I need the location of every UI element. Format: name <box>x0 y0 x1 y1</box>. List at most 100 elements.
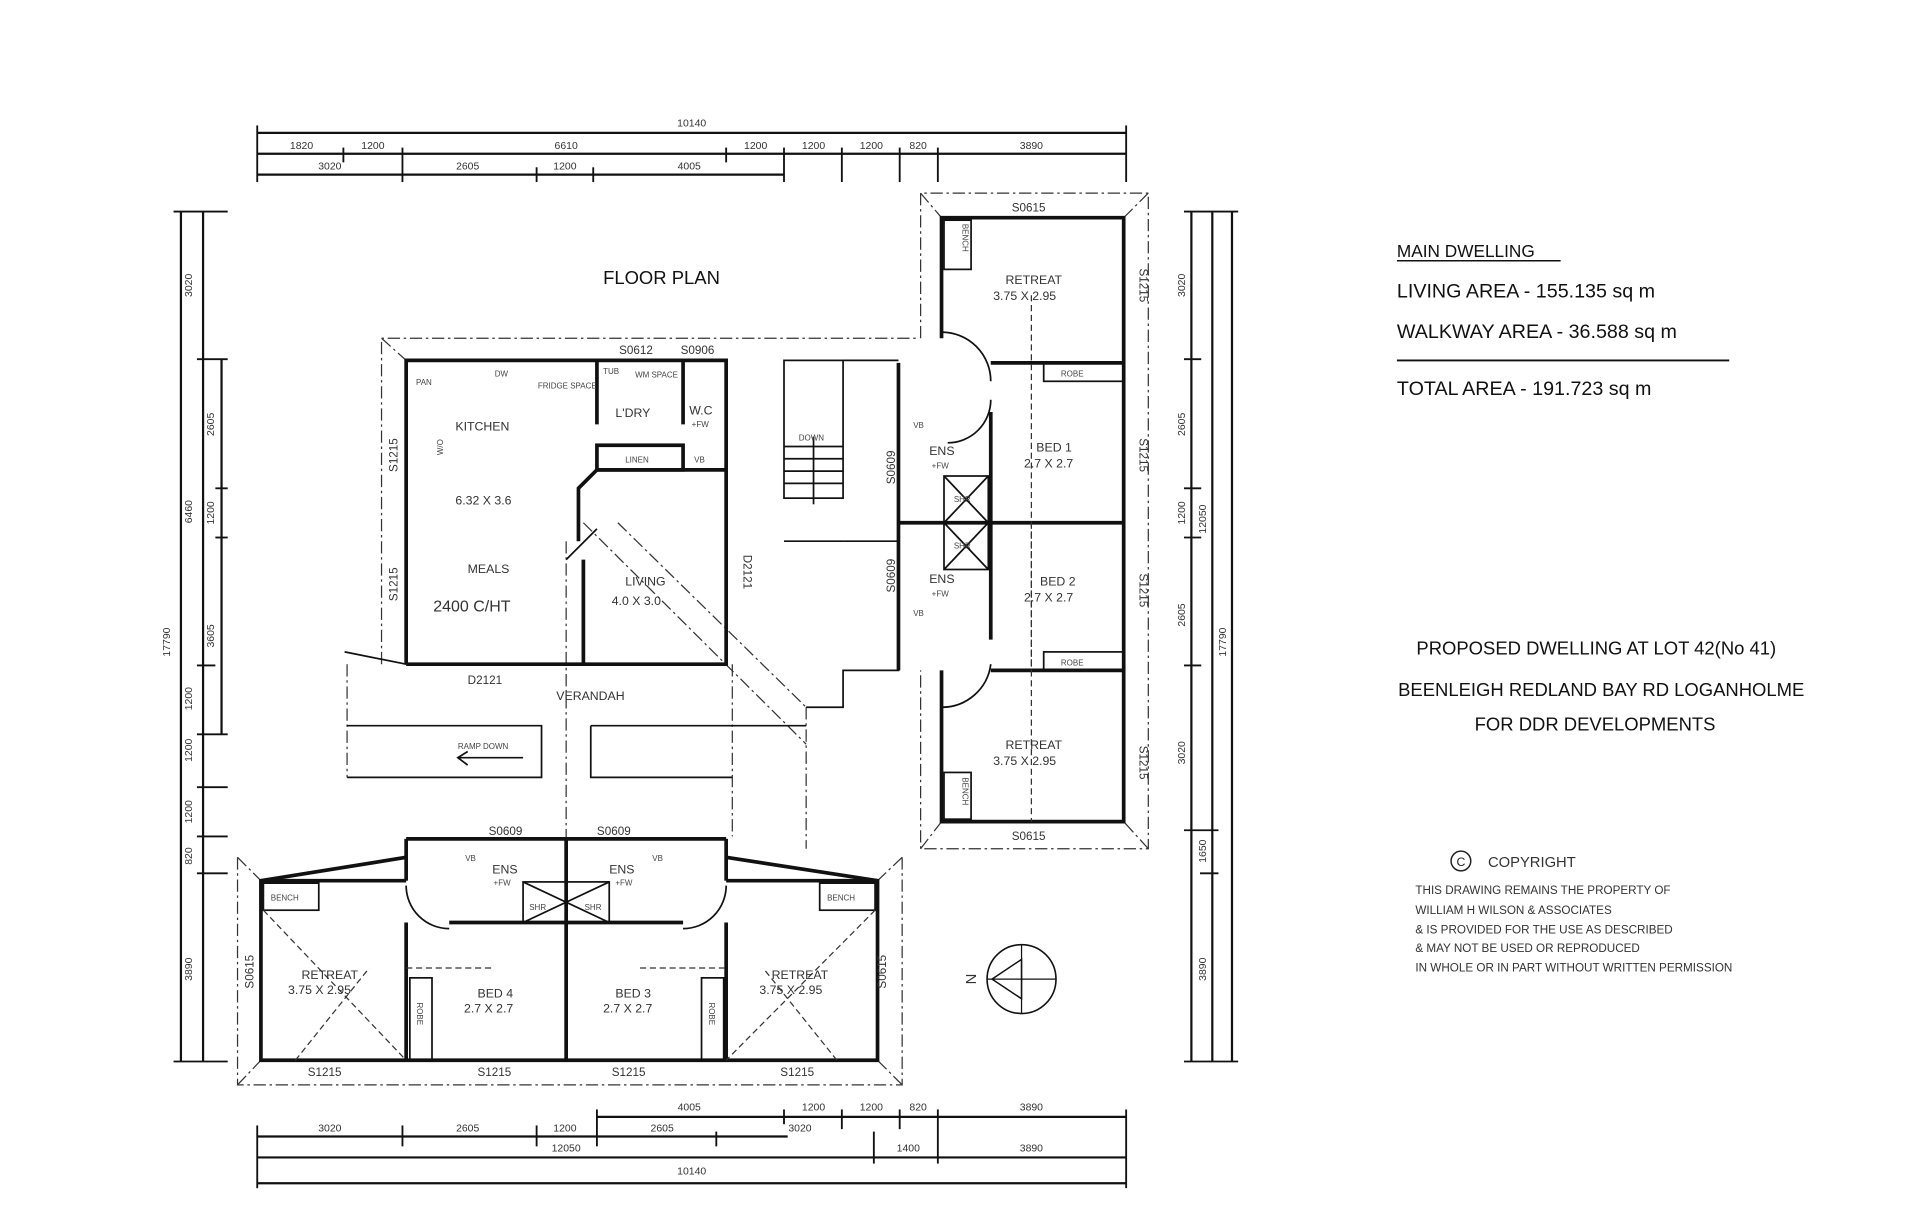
floor-waste-label: +FW <box>932 590 950 599</box>
window-label: S0615 <box>1012 830 1046 843</box>
floor-waste-label: +FW <box>494 879 512 888</box>
dim-label: 2605 <box>456 162 479 173</box>
ceiling-height: 2400 C/HT <box>433 598 511 615</box>
linen-label: LINEN <box>625 455 649 464</box>
top-dimensions: 10140 1820 1200 6610 1200 1200 1200 820 … <box>256 119 1128 183</box>
window-label: S0906 <box>681 344 715 357</box>
tub-label: TUB <box>603 367 619 376</box>
window-label: S1215 <box>780 1066 814 1079</box>
window-label: S0615 <box>1012 202 1046 215</box>
plan-title: FLOOR PLAN <box>603 267 720 288</box>
dim-label: 1650 <box>1198 839 1209 862</box>
robe-label: ROBE <box>707 1002 716 1025</box>
window-label: S1215 <box>1137 746 1150 780</box>
floor-waste-label: +FW <box>692 420 710 429</box>
dim-label: 1400 <box>897 1143 920 1154</box>
dim-label: 17790 <box>1218 627 1229 656</box>
dim-label: 2605 <box>456 1124 479 1135</box>
robe-label: ROBE <box>1061 369 1084 378</box>
project-line-1: PROPOSED DWELLING AT LOT 42(No 41) <box>1416 637 1776 658</box>
dim-bottom-overall: 10140 <box>677 1167 706 1178</box>
north-label: N <box>964 974 980 985</box>
room-labels: KITCHEN 6.32 X 3.6 MEALS 2400 C/HT LIVIN… <box>271 224 1084 1025</box>
svg-text:C: C <box>1456 855 1465 869</box>
window-label: S0615 <box>876 955 889 989</box>
room-bed-1-size: 2.7 X 2.7 <box>1024 456 1073 470</box>
room-bed-4: BED 4 <box>478 987 514 1001</box>
dim-label: 1200 <box>1177 501 1188 524</box>
window-label: S1215 <box>1137 268 1150 302</box>
room-kitchen-size: 6.32 X 3.6 <box>455 493 511 507</box>
room-retreat-4-size: 3.75 X 2.95 <box>759 983 822 997</box>
living-area: LIVING AREA - 155.135 sq m <box>1397 281 1655 303</box>
vanity-label: VB <box>913 609 924 618</box>
copyright-line: WILLIAM H WILSON & ASSOCIATES <box>1415 904 1612 917</box>
total-area: TOTAL AREA - 191.723 sq m <box>1397 378 1651 400</box>
dim-label: 1200 <box>206 501 217 524</box>
room-laundry: L'DRY <box>615 406 650 420</box>
bench-label: BENCH <box>960 224 969 252</box>
dim-label: 2605 <box>206 413 217 436</box>
dim-label: 3890 <box>1020 1103 1043 1114</box>
dim-label: 1200 <box>860 141 883 152</box>
dim-top-overall: 10140 <box>677 119 706 130</box>
copyright-line: THIS DRAWING REMAINS THE PROPERTY OF <box>1415 884 1670 897</box>
window-label: S1215 <box>478 1066 512 1079</box>
room-meals: MEALS <box>468 562 510 576</box>
room-bed-2-size: 2.7 X 2.7 <box>1024 590 1073 604</box>
room-living-size: 4.0 X 3.0 <box>612 594 661 608</box>
copyright-block: C COPYRIGHT THIS DRAWING REMAINS THE PRO… <box>1415 850 1732 975</box>
dim-label: 1200 <box>553 1124 576 1135</box>
shower-label: SHR <box>585 903 602 912</box>
wall-oven-label: W/O <box>436 439 445 455</box>
left-dimensions: 17790 3020 6460 1200 1200 1200 820 3890 … <box>162 210 228 1063</box>
dim-label: 1200 <box>802 1103 825 1114</box>
roof-outline <box>236 192 1149 1086</box>
room-ens-1: ENS <box>929 444 954 458</box>
vanity-label: VB <box>465 854 476 863</box>
dim-label: 1200 <box>361 141 384 152</box>
window-label: S0615 <box>244 955 257 989</box>
window-label: S0609 <box>885 451 898 485</box>
window-label: S0609 <box>489 825 523 838</box>
room-retreat-3-size: 3.75 X 2.95 <box>288 983 351 997</box>
room-bed-1: BED 1 <box>1036 440 1072 454</box>
dim-label: 1200 <box>553 162 576 173</box>
walls <box>259 215 1126 1063</box>
window-label: S1215 <box>388 438 401 472</box>
door-label: D2121 <box>740 555 753 589</box>
room-retreat-2-size: 3.75 X 2.95 <box>993 754 1056 768</box>
room-ens-2: ENS <box>929 572 954 586</box>
robe-label: ROBE <box>1061 658 1084 667</box>
right-dimensions: 3020 2605 1200 2605 3020 1650 3890 12050… <box>1177 210 1239 1063</box>
dim-label: 3020 <box>318 162 341 173</box>
dim-label: 12050 <box>552 1143 581 1154</box>
bench-label: BENCH <box>271 893 299 902</box>
dim-label: 3020 <box>1177 741 1188 764</box>
room-wc: W.C <box>689 404 712 418</box>
room-verandah: VERANDAH <box>556 689 624 703</box>
dim-label: 2605 <box>651 1124 674 1135</box>
room-ens-4: ENS <box>609 862 634 876</box>
floor-waste-label: +FW <box>615 879 633 888</box>
room-living: LIVING <box>625 574 665 588</box>
dim-label: 1200 <box>802 141 825 152</box>
room-retreat-1-size: 3.75 X 2.95 <box>993 289 1056 303</box>
dim-label: 3890 <box>1198 957 1209 980</box>
window-label: S0609 <box>597 825 631 838</box>
copyright-line: & IS PROVIDED FOR THE USE AS DESCRIBED <box>1415 924 1672 937</box>
project-line-2: BEENLEIGH REDLAND BAY RD LOGANHOLME <box>1398 679 1804 700</box>
stairs-label: DOWN <box>799 433 825 442</box>
room-retreat-3: RETREAT <box>302 968 359 982</box>
room-retreat-4: RETREAT <box>772 968 829 982</box>
dim-label: 3890 <box>1020 1143 1043 1154</box>
project-line-3: FOR DDR DEVELOPMENTS <box>1475 714 1716 735</box>
wm-space-label: WM SPACE <box>635 371 678 380</box>
dim-label: 3605 <box>206 624 217 647</box>
window-label: S1215 <box>388 567 401 601</box>
dim-label: 6460 <box>184 500 195 523</box>
window-label: S1215 <box>308 1066 342 1079</box>
copyright-line: IN WHOLE OR IN PART WITHOUT WRITTEN PERM… <box>1415 962 1732 975</box>
dim-label: 3020 <box>184 274 195 297</box>
area-heading: MAIN DWELLING <box>1397 241 1535 261</box>
